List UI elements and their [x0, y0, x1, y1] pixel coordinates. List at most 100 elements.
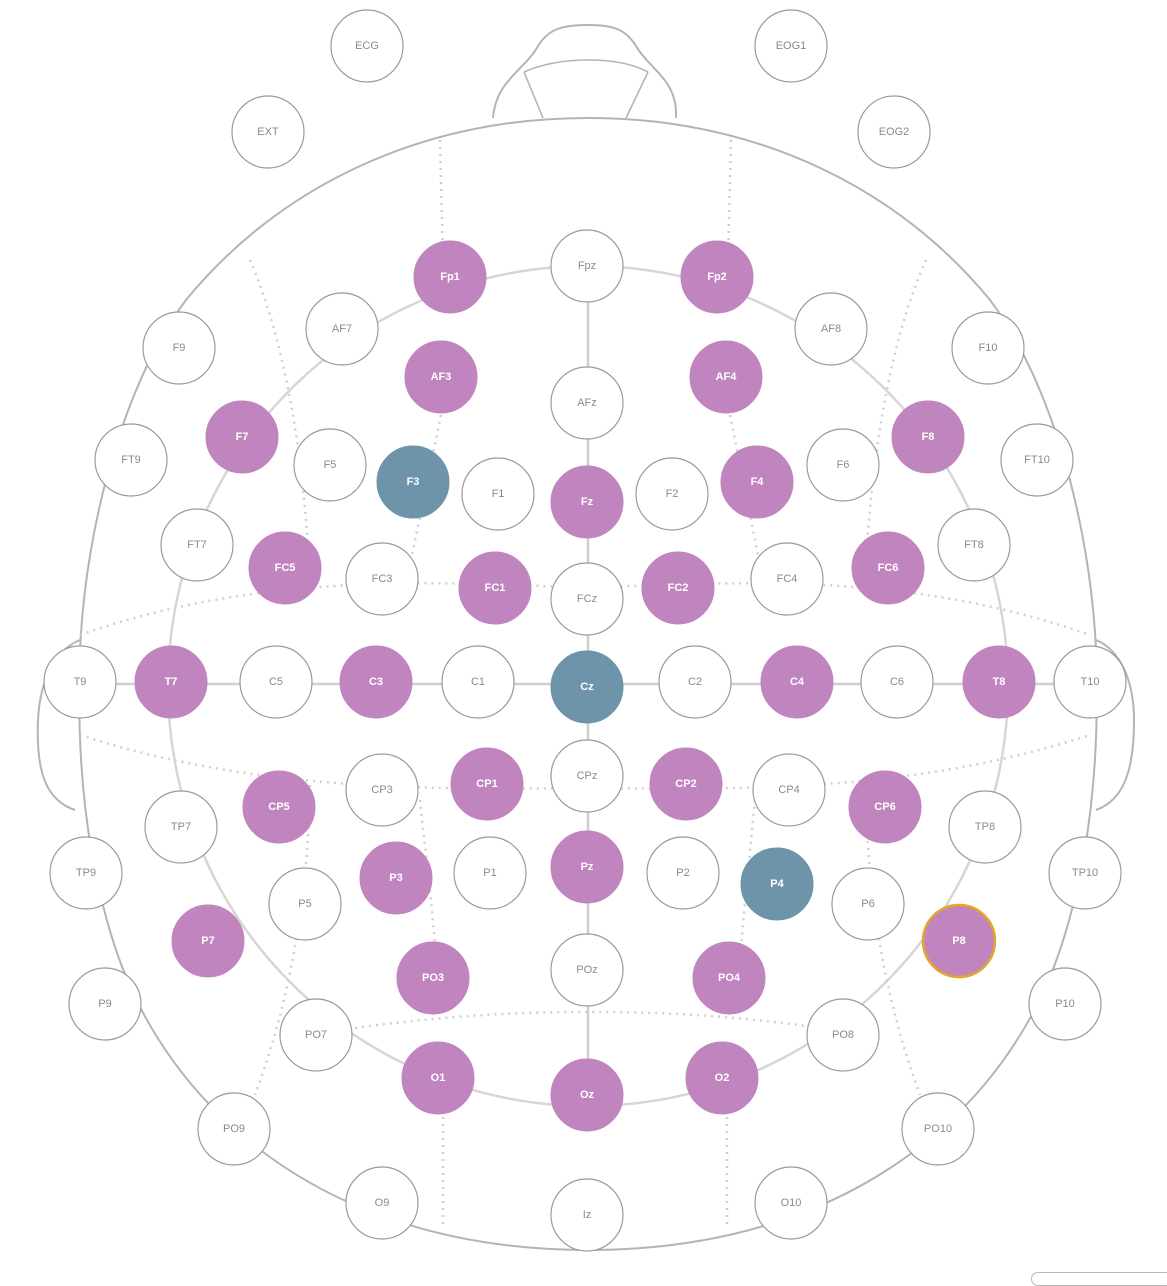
- electrode-f6[interactable]: F6: [806, 428, 880, 502]
- electrode-p10[interactable]: P10: [1028, 967, 1102, 1041]
- electrode-afz[interactable]: AFz: [550, 366, 624, 440]
- electrode-circle: [330, 9, 404, 83]
- electrode-oz[interactable]: Oz: [550, 1058, 624, 1132]
- electrode-f8[interactable]: F8: [891, 400, 965, 474]
- electrode-fc2[interactable]: FC2: [641, 551, 715, 625]
- electrode-circle: [754, 9, 828, 83]
- electrode-ft9[interactable]: FT9: [94, 423, 168, 497]
- electrode-af8[interactable]: AF8: [794, 292, 868, 366]
- electrode-circle: [806, 428, 880, 502]
- electrode-c6[interactable]: C6: [860, 645, 934, 719]
- electrode-po10[interactable]: PO10: [901, 1092, 975, 1166]
- electrode-tp8[interactable]: TP8: [948, 790, 1022, 864]
- electrode-circle: [831, 867, 905, 941]
- electrode-po7[interactable]: PO7: [279, 998, 353, 1072]
- electrode-p9[interactable]: P9: [68, 967, 142, 1041]
- electrode-circle: [404, 340, 478, 414]
- electrode-af3[interactable]: AF3: [404, 340, 478, 414]
- electrode-f1[interactable]: F1: [461, 457, 535, 531]
- electrode-circle: [550, 229, 624, 303]
- electrode-c2[interactable]: C2: [658, 645, 732, 719]
- electrode-c3[interactable]: C3: [339, 645, 413, 719]
- electrode-p7[interactable]: P7: [171, 904, 245, 978]
- electrode-fp1[interactable]: Fp1: [413, 240, 487, 314]
- electrode-f5[interactable]: F5: [293, 428, 367, 502]
- electrode-fc3[interactable]: FC3: [345, 542, 419, 616]
- electrode-cpz[interactable]: CPz: [550, 739, 624, 813]
- electrode-fpz[interactable]: Fpz: [550, 229, 624, 303]
- electrode-t8[interactable]: T8: [962, 645, 1036, 719]
- electrode-o10[interactable]: O10: [754, 1166, 828, 1240]
- electrode-f10[interactable]: F10: [951, 311, 1025, 385]
- corner-control[interactable]: [1031, 1272, 1167, 1286]
- electrode-circle: [962, 645, 1036, 719]
- electrode-circle: [268, 867, 342, 941]
- electrode-fz[interactable]: Fz: [550, 465, 624, 539]
- electrode-po4[interactable]: PO4: [692, 941, 766, 1015]
- electrode-t10[interactable]: T10: [1053, 645, 1127, 719]
- electrode-circle: [550, 1058, 624, 1132]
- electrode-po9[interactable]: PO9: [197, 1092, 271, 1166]
- electrode-t7[interactable]: T7: [134, 645, 208, 719]
- electrode-o1[interactable]: O1: [401, 1041, 475, 1115]
- electrode-cp1[interactable]: CP1: [450, 747, 524, 821]
- electrode-eog2[interactable]: EOG2: [857, 95, 931, 169]
- electrode-p6[interactable]: P6: [831, 867, 905, 941]
- nose-bridge: [523, 59, 649, 119]
- electrode-cp6[interactable]: CP6: [848, 770, 922, 844]
- electrode-f4[interactable]: F4: [720, 445, 794, 519]
- electrode-ecg[interactable]: ECG: [330, 9, 404, 83]
- electrode-tp9[interactable]: TP9: [49, 836, 123, 910]
- electrode-cp2[interactable]: CP2: [649, 747, 723, 821]
- electrode-circle: [171, 904, 245, 978]
- electrode-circle: [49, 836, 123, 910]
- electrode-c1[interactable]: C1: [441, 645, 515, 719]
- electrode-ft10[interactable]: FT10: [1000, 423, 1074, 497]
- electrode-pz[interactable]: Pz: [550, 830, 624, 904]
- electrode-f9[interactable]: F9: [142, 311, 216, 385]
- electrode-circle: [1028, 967, 1102, 1041]
- electrode-p1[interactable]: P1: [453, 836, 527, 910]
- electrode-c4[interactable]: C4: [760, 645, 834, 719]
- electrode-f2[interactable]: F2: [635, 457, 709, 531]
- electrode-fc4[interactable]: FC4: [750, 542, 824, 616]
- electrode-poz[interactable]: POz: [550, 933, 624, 1007]
- electrode-f3[interactable]: F3: [376, 445, 450, 519]
- electrode-circle: [413, 240, 487, 314]
- electrode-circle: [760, 645, 834, 719]
- electrode-p5[interactable]: P5: [268, 867, 342, 941]
- electrode-po3[interactable]: PO3: [396, 941, 470, 1015]
- electrode-cz[interactable]: Cz: [550, 650, 624, 724]
- electrode-c5[interactable]: C5: [239, 645, 313, 719]
- electrode-tp7[interactable]: TP7: [144, 790, 218, 864]
- electrode-cp4[interactable]: CP4: [752, 753, 826, 827]
- electrode-cp5[interactable]: CP5: [242, 770, 316, 844]
- electrode-o9[interactable]: O9: [345, 1166, 419, 1240]
- electrode-p3[interactable]: P3: [359, 841, 433, 915]
- electrode-p2[interactable]: P2: [646, 836, 720, 910]
- electrode-p4[interactable]: P4: [740, 847, 814, 921]
- electrode-ft8[interactable]: FT8: [937, 508, 1011, 582]
- electrode-af7[interactable]: AF7: [305, 292, 379, 366]
- electrode-fcz[interactable]: FCz: [550, 562, 624, 636]
- electrode-p8[interactable]: P8: [921, 903, 997, 979]
- electrode-fc5[interactable]: FC5: [248, 531, 322, 605]
- electrode-ft7[interactable]: FT7: [160, 508, 234, 582]
- electrode-fc1[interactable]: FC1: [458, 551, 532, 625]
- electrode-circle: [94, 423, 168, 497]
- electrode-fc6[interactable]: FC6: [851, 531, 925, 605]
- electrode-ext[interactable]: EXT: [231, 95, 305, 169]
- electrode-f7[interactable]: F7: [205, 400, 279, 474]
- electrode-fp2[interactable]: Fp2: [680, 240, 754, 314]
- electrode-cp3[interactable]: CP3: [345, 753, 419, 827]
- electrode-po8[interactable]: PO8: [806, 998, 880, 1072]
- electrode-circle: [794, 292, 868, 366]
- electrode-t9[interactable]: T9: [43, 645, 117, 719]
- electrode-o2[interactable]: O2: [685, 1041, 759, 1115]
- electrode-iz[interactable]: Iz: [550, 1178, 624, 1252]
- electrode-af4[interactable]: AF4: [689, 340, 763, 414]
- electrode-eog1[interactable]: EOG1: [754, 9, 828, 83]
- electrode-tp10[interactable]: TP10: [1048, 836, 1122, 910]
